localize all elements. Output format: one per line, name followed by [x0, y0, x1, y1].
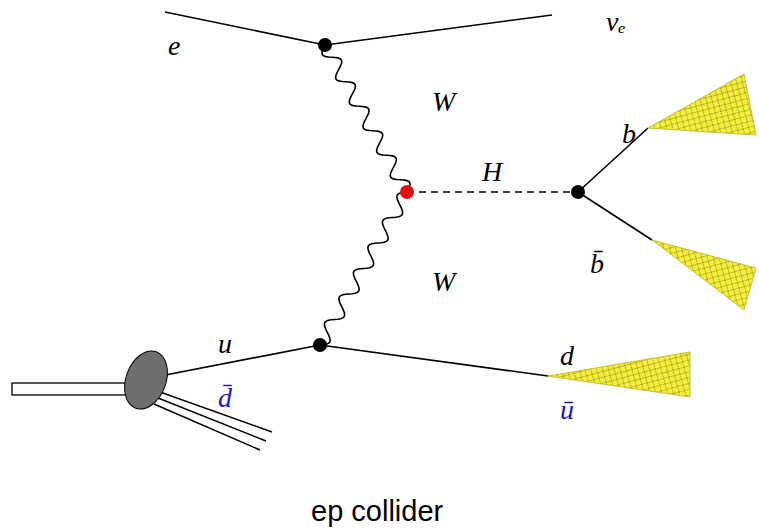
jet-cone — [648, 74, 756, 135]
vertex-dot — [571, 185, 585, 199]
w-boson — [322, 45, 410, 192]
particle-label: b — [622, 120, 636, 148]
boson-label: H — [482, 158, 502, 186]
quark-line — [578, 192, 652, 240]
quark-line — [578, 128, 648, 192]
particle-label: e — [168, 32, 180, 60]
proton-blob — [117, 345, 175, 415]
jet-cone — [652, 240, 756, 310]
particle-label: b̄ — [590, 250, 604, 278]
antiquark-label: d̄ — [218, 384, 232, 412]
particle-label: νₑ — [606, 8, 626, 36]
w-boson — [320, 192, 407, 345]
antiquark-label: ū — [560, 396, 574, 424]
remnant-line — [154, 404, 260, 450]
vertex-dot — [313, 338, 327, 352]
higgs-vertex — [400, 185, 414, 199]
particle-label: u — [218, 330, 232, 358]
quark-line — [150, 345, 320, 378]
remnant-line — [160, 392, 272, 432]
electron-line — [165, 12, 325, 45]
neutrino-line — [325, 15, 552, 45]
vertex-dot — [318, 38, 332, 52]
caption: ep collider — [311, 497, 443, 526]
boson-label: W — [432, 268, 455, 296]
boson-label: W — [432, 88, 455, 116]
particle-label: d — [560, 342, 574, 370]
quark-line — [320, 345, 548, 376]
higgs-line — [407, 191, 578, 193]
proton-beam — [12, 383, 132, 395]
remnant-line — [158, 398, 266, 441]
